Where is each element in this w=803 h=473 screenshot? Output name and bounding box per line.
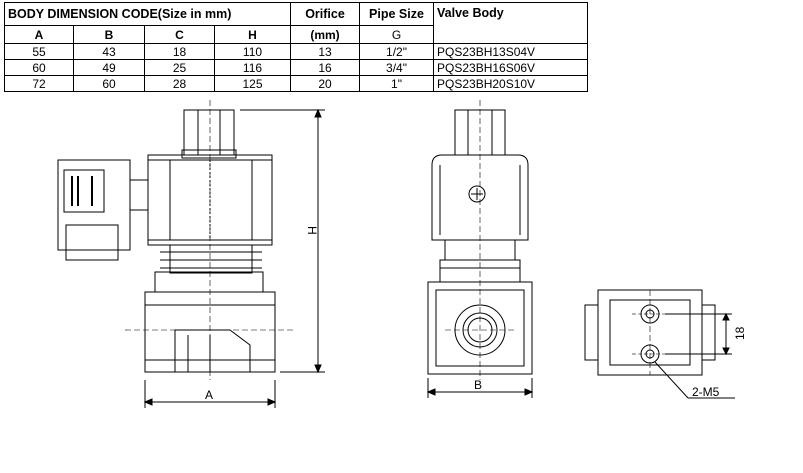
screw-head-icon xyxy=(468,185,486,203)
orifice-unit: (mm) xyxy=(290,25,360,44)
table-title: BODY DIMENSION CODE(Size in mm) xyxy=(4,2,291,26)
dim-label-m5: 2-M5 xyxy=(692,385,720,399)
dim-label-a: A xyxy=(205,388,213,402)
coil-body xyxy=(147,154,273,246)
table-row: 60 49 25 116 16 3/4" PQS23BH16S06V xyxy=(4,59,588,76)
pipe-size-unit: G xyxy=(359,25,434,44)
orifice-header: Orifice xyxy=(290,2,360,26)
connector-plug xyxy=(57,159,131,251)
cell-orifice: 20 xyxy=(290,75,360,92)
cell-b: 43 xyxy=(73,43,145,60)
side-view xyxy=(426,100,534,398)
valve-body-header: Valve Body xyxy=(433,2,588,44)
dim-label-18: 18 xyxy=(733,326,747,340)
dim-label-b: B xyxy=(474,378,482,392)
top-nut xyxy=(183,109,235,156)
cell-b: 60 xyxy=(73,75,145,92)
cell-pipe: 1/2" xyxy=(359,43,434,60)
bottom-view xyxy=(584,289,735,399)
cell-valve: PQS23BH16S06V xyxy=(433,59,588,76)
cell-pipe: 1" xyxy=(359,75,434,92)
coil-side xyxy=(431,154,529,241)
cell-c: 28 xyxy=(144,75,215,92)
col-header-h: H xyxy=(214,25,291,44)
dim-label-h: H xyxy=(305,226,319,235)
col-header-a: A xyxy=(4,25,74,44)
front-view xyxy=(57,100,325,408)
cell-valve: PQS23BH20S10V xyxy=(433,75,588,92)
dimension-table: BODY DIMENSION CODE(Size in mm) Orifice … xyxy=(4,2,588,92)
col-header-b: B xyxy=(73,25,145,44)
cell-h: 125 xyxy=(214,75,291,92)
table-row: 72 60 28 125 20 1" PQS23BH20S10V xyxy=(4,75,588,92)
